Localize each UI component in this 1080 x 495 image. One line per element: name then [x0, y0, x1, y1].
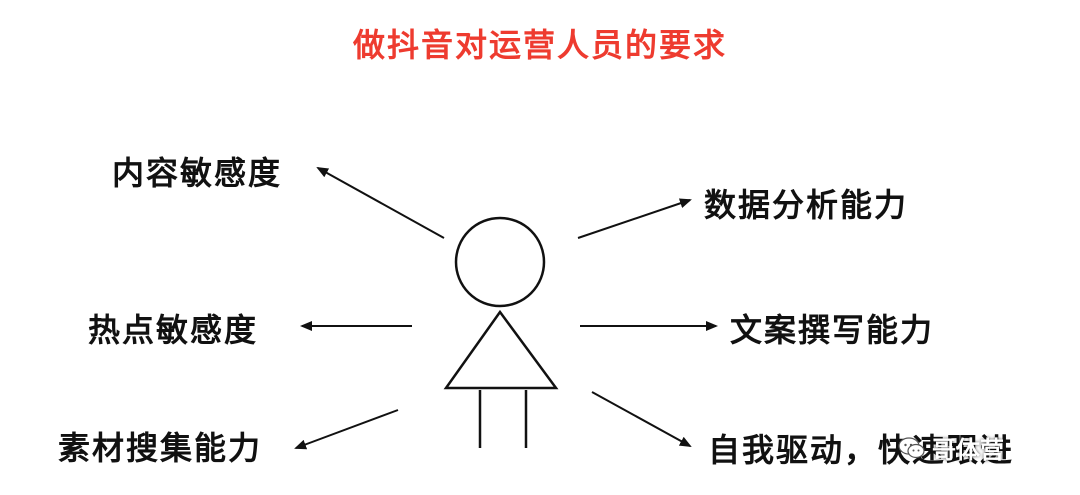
stick-figure: [443, 216, 559, 448]
wechat-logo-icon: [898, 436, 925, 458]
arrow-to-content-sensitivity: [316, 167, 445, 239]
label-self-drive: 自我驱动，快速跟进: [708, 431, 1015, 469]
label-data-analysis: 数据分析能力: [704, 186, 909, 224]
label-material-collection: 素材搜集能力: [58, 429, 263, 467]
watermark-text: 哥体营: [932, 436, 1004, 464]
watermark: 哥体营: [898, 430, 1004, 465]
label-copywriting: 文案撰写能力: [730, 311, 935, 349]
figure-body: [443, 309, 559, 390]
arrow-to-data-analysis: [577, 198, 692, 239]
label-content-sensitivity: 内容敏感度: [112, 154, 283, 192]
figure-head: [454, 216, 546, 308]
arrow-to-material-collection: [294, 409, 399, 450]
label-hotspot-sensitivity: 热点敏感度: [88, 311, 259, 349]
diagram-title: 做抖音对运营人员的要求: [352, 26, 727, 64]
arrow-to-self-drive: [591, 391, 692, 447]
